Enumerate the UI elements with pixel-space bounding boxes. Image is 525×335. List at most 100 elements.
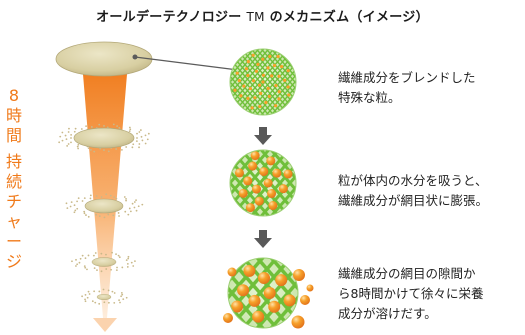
nutrient-speck <box>252 54 255 57</box>
nutrient-ball <box>239 189 248 198</box>
halo-dot <box>113 302 115 304</box>
halo-dot <box>132 203 134 205</box>
halo-dot <box>82 255 84 257</box>
halo-dot <box>105 254 107 256</box>
halo-dot <box>91 126 93 128</box>
nutrient-speck <box>283 79 286 82</box>
halo-dot <box>115 198 117 200</box>
nutrient-speck <box>249 87 252 90</box>
halo-dot <box>113 196 115 198</box>
halo-dot <box>129 208 131 210</box>
halo-dot <box>145 134 147 136</box>
nutrient-ball <box>272 169 281 178</box>
nutrient-ball <box>252 185 261 194</box>
halo-dot <box>125 146 127 148</box>
nutrient-speck <box>264 101 267 104</box>
halo-dot <box>77 146 79 148</box>
halo-dot <box>127 263 129 265</box>
duration-label: 8 時 間 持 続 チ ャ ー ジ <box>3 86 25 272</box>
halo-dot <box>75 128 77 130</box>
halo-dot <box>107 214 109 216</box>
halo-dot <box>79 262 81 264</box>
halo-dot <box>88 291 90 293</box>
nutrient-speck <box>246 97 249 100</box>
step1-description: 繊維成分をブレンドした 特殊な粒。 <box>338 68 523 108</box>
halo-dot <box>76 200 78 202</box>
beam-arrowhead <box>93 318 117 332</box>
halo-dot <box>85 214 87 216</box>
halo-dot <box>101 196 103 198</box>
halo-dot <box>80 258 82 260</box>
nutrient-ball <box>266 156 275 165</box>
nutrient-speck <box>287 69 290 72</box>
halo-dot <box>126 259 128 261</box>
nutrient-speck <box>245 67 248 70</box>
halo-dot <box>124 211 126 213</box>
halo-dot <box>129 130 131 132</box>
halo-dot <box>138 131 140 133</box>
halo-dot <box>121 292 123 294</box>
halo-dot <box>120 295 122 297</box>
halo-dot <box>145 143 147 145</box>
halo-dot <box>125 198 127 200</box>
halo-dot <box>148 133 150 135</box>
halo-dot <box>105 268 107 270</box>
halo-dot <box>71 260 73 262</box>
nutrient-speck <box>236 72 239 75</box>
halo-dot <box>118 215 120 217</box>
nutrient-ball <box>284 294 296 306</box>
halo-dot <box>141 136 143 138</box>
step2-description: 粒が体内の水分を吸うと、 繊維成分が網目状に膨張。 <box>338 171 523 211</box>
nutrient-speck <box>276 55 279 58</box>
nutrient-speck <box>242 84 245 87</box>
halo-dot <box>136 140 138 142</box>
nutrient-speck <box>273 64 276 67</box>
halo-dot <box>68 128 70 130</box>
halo-dot <box>112 291 114 293</box>
nutrient-ball <box>235 168 244 177</box>
halo-dot <box>116 267 118 269</box>
halo-dot <box>114 292 116 294</box>
halo-dot <box>66 207 68 209</box>
halo-dot <box>108 290 110 292</box>
halo-dot <box>78 197 80 199</box>
halo-dot <box>66 202 68 204</box>
halo-dot <box>141 204 143 206</box>
stage1-circle <box>187 44 338 120</box>
halo-dot <box>98 303 100 305</box>
nutrient-speck <box>277 97 280 100</box>
halo-dot <box>134 201 136 203</box>
halo-dot <box>105 193 107 195</box>
nutrient-speck <box>270 74 273 77</box>
stage3-circle <box>183 253 337 333</box>
nutrient-speck <box>256 63 259 66</box>
nutrient-ball <box>246 203 255 212</box>
halo-dot <box>88 147 90 149</box>
nutrient-ball <box>258 272 270 284</box>
released-ball <box>300 295 310 305</box>
halo-dot <box>90 149 92 151</box>
nutrient-ball <box>259 167 268 176</box>
halo-dot <box>75 259 77 261</box>
halo-dot <box>113 123 115 125</box>
nutrient-ball <box>255 197 264 206</box>
label-char: 8 <box>9 86 19 106</box>
halo-dot <box>74 210 76 212</box>
halo-dot <box>74 211 76 213</box>
halo-dot <box>103 301 105 303</box>
halo-dot <box>116 269 118 271</box>
nutrient-ball <box>284 169 293 178</box>
nutrient-speck <box>277 75 280 78</box>
halo-dot <box>136 133 138 135</box>
halo-dot <box>76 263 78 265</box>
nutrient-speck <box>252 79 255 82</box>
halo-dot <box>90 194 92 196</box>
halo-dot <box>61 132 63 134</box>
released-ball <box>228 268 237 277</box>
halo-dot <box>93 255 95 257</box>
halo-dot <box>136 137 138 139</box>
halo-dot <box>85 125 87 127</box>
halo-dot <box>98 124 100 126</box>
halo-dot <box>68 143 70 145</box>
nutrient-speck <box>253 96 256 99</box>
